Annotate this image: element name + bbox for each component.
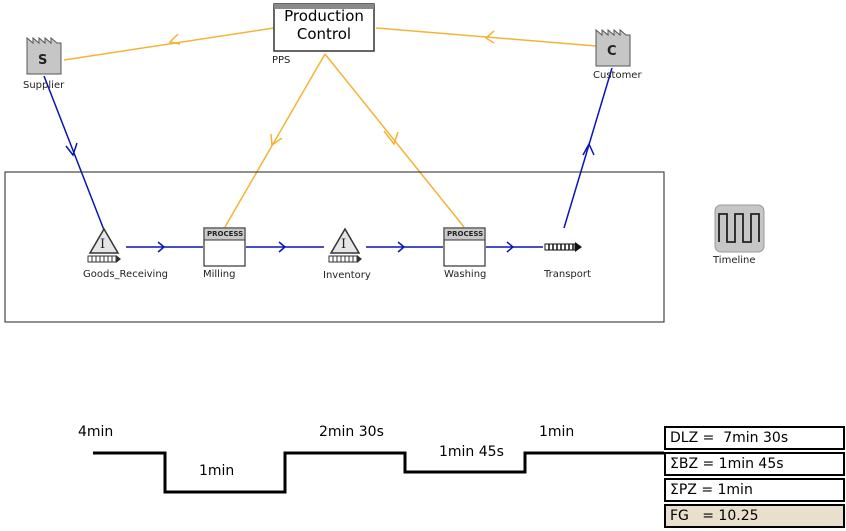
info-flow-customer-to-pps[interactable] — [375, 27, 597, 47]
washing-process-header: PROCESS — [447, 230, 484, 238]
customer-letter: C — [607, 44, 617, 59]
material-flows — [43, 67, 613, 253]
material-flow-arrowhead — [506, 241, 515, 253]
timeline-caption: Timeline — [713, 255, 756, 266]
info-flow-arrowhead — [270, 133, 283, 147]
material-flow-arrowhead — [278, 241, 287, 253]
inventory-triangle-icon[interactable] — [328, 227, 362, 263]
material-flow-arrowhead — [582, 142, 595, 156]
material-flow-transport-to-customer[interactable] — [563, 67, 613, 229]
milling-caption: Milling — [203, 269, 236, 280]
supplier-letter: S — [38, 53, 48, 68]
info-flow-arrowhead — [168, 33, 181, 45]
information-flows — [63, 27, 597, 228]
material-flow-arrowhead — [65, 142, 78, 157]
goods-receiving-caption: Goods_Receiving — [83, 269, 169, 280]
material-flow-arrowhead — [157, 241, 166, 253]
timeline-label-processing: 1min 45s — [439, 444, 504, 460]
goods-receiving-symbol: I — [100, 237, 106, 252]
washing-caption: Washing — [444, 269, 487, 280]
summary-waiting-time: ΣBZ = 1min 45s — [664, 452, 845, 476]
material-flow-arrowhead — [397, 241, 406, 253]
production-control-box[interactable] — [273, 3, 375, 52]
pps-caption: PPS — [272, 55, 291, 66]
inventory-caption: Inventory — [323, 270, 371, 281]
customer-factory-icon[interactable] — [595, 28, 631, 67]
info-flow-pps-to-milling[interactable] — [224, 53, 326, 228]
timeline-label-waiting: 1min — [539, 424, 575, 440]
inventory-symbol: I — [341, 237, 347, 252]
supplier-factory-icon[interactable] — [26, 36, 62, 75]
info-flow-arrowhead — [383, 130, 399, 146]
goods-receiving-inventory-icon[interactable] — [87, 227, 121, 263]
summary-lead-time: DLZ = 7min 30s — [664, 426, 845, 450]
timeline-label-processing: 1min — [199, 463, 235, 479]
milling-process-header: PROCESS — [207, 230, 244, 238]
info-flow-pps-to-supplier[interactable] — [63, 27, 275, 61]
transport-push-arrow-icon[interactable] — [544, 242, 582, 252]
transport-caption: Transport — [544, 269, 591, 280]
customer-caption: Customer — [593, 70, 642, 81]
info-flow-arrowhead — [484, 30, 495, 44]
production-area-frame — [4, 171, 665, 323]
timeline-label-waiting: 4min — [78, 424, 114, 440]
summary-flow-degree: FG = 10.25 — [664, 504, 845, 528]
washing-process-box[interactable] — [443, 227, 486, 267]
timeline-ladder-line — [93, 451, 664, 494]
timeline-block-icon[interactable] — [714, 204, 765, 253]
summary-processing-time: ΣPZ = 1min — [664, 478, 845, 502]
production-control-title: Production Control — [284, 7, 364, 43]
milling-process-box[interactable] — [203, 227, 246, 267]
supplier-caption: Supplier — [23, 80, 65, 91]
timeline-label-waiting: 2min 30s — [319, 424, 384, 440]
